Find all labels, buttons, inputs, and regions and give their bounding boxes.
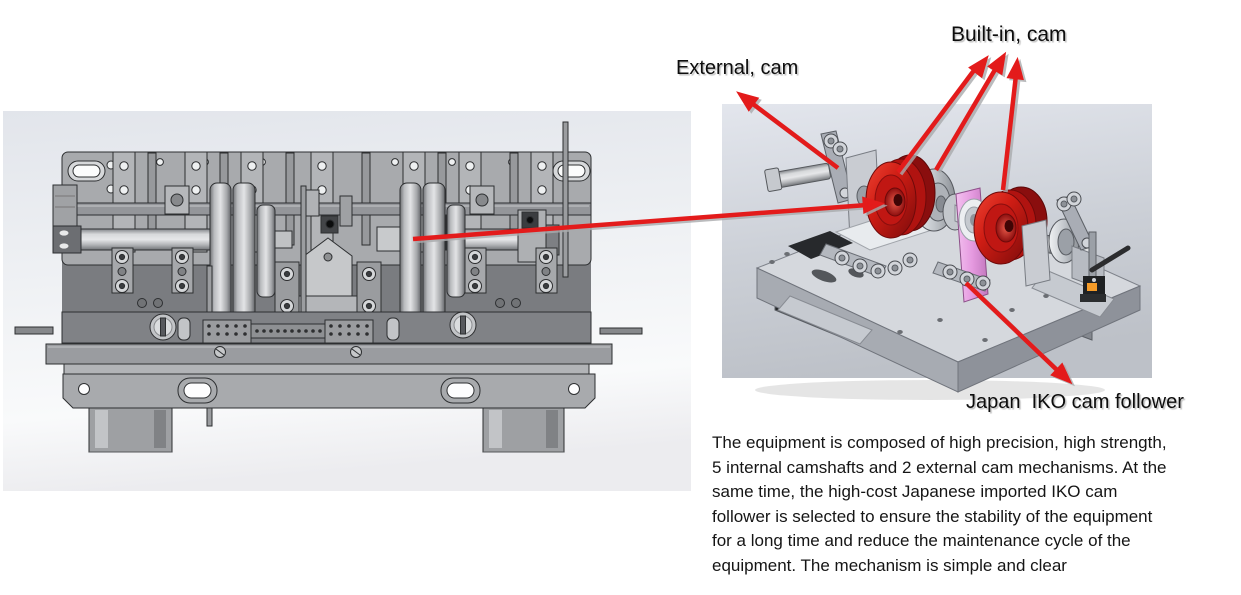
toggle-clamp <box>1080 231 1131 302</box>
clamp-orange-mark <box>1087 283 1097 291</box>
description-line: The equipment is composed of high precis… <box>712 433 1167 452</box>
built-in-cam-wheel-1 <box>865 154 936 239</box>
base-recess <box>788 231 853 259</box>
built-in-cam-wheel-2 <box>973 186 1048 265</box>
iso-view-machine <box>755 130 1142 400</box>
built-in-cam-arrow-3 <box>1000 56 1024 191</box>
built-in-cam-arrow-1 <box>896 55 989 174</box>
external-cam-arrow <box>736 91 840 170</box>
built-in-cam-label: Built-in, cam <box>951 23 1067 46</box>
description-line: for a long time and reduce the maintenan… <box>712 531 1131 551</box>
description-line: equipment. The mechanism is simple and c… <box>712 555 1067 575</box>
description-line: same time, the high-cost Japanese import… <box>712 482 1118 502</box>
cam-follower-label: Japan IKO cam follower <box>966 391 1184 413</box>
front-view-figure <box>3 111 691 491</box>
cam-follower-arrow <box>964 281 1073 385</box>
annotation-arrows <box>412 51 1075 387</box>
description-paragraph: The equipment is composed of high precis… <box>712 431 1241 579</box>
built-in-cam-arrow-2 <box>934 51 1007 172</box>
description-line: follower is selected to ensure the stabi… <box>712 506 1153 526</box>
description-line: 5 internal camshafts and 2 external cam … <box>712 457 1167 477</box>
front-view-pointer-arrow <box>412 196 886 242</box>
cam-follower-linkage <box>932 261 991 292</box>
external-cam-label: External, cam <box>676 57 799 79</box>
iso-view-figure <box>722 104 1152 400</box>
front-view-machine <box>14 121 643 453</box>
